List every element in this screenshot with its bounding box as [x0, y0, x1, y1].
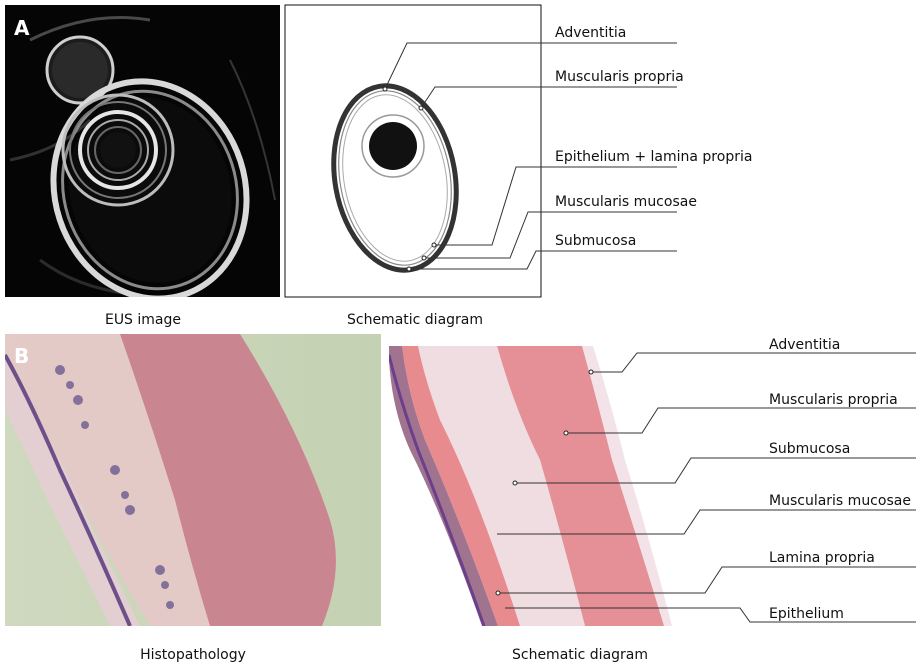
panel-a-labels: Adventitia Muscularis propria Epithelium…: [555, 25, 752, 249]
label-adventitia-b: Adventitia: [769, 337, 840, 353]
panel-a-schematic: [284, 4, 542, 298]
caption-histopathology: Histopathology: [140, 647, 246, 663]
panel-b-schematic: [389, 346, 917, 626]
label-lamina-propria-b: Lamina propria: [769, 550, 875, 566]
label-muscularis-mucosae: Muscularis mucosae: [555, 194, 697, 210]
label-submucosa-b: Submucosa: [769, 441, 850, 457]
label-muscularis-propria: Muscularis propria: [555, 69, 684, 85]
caption-schematic-a: Schematic diagram: [347, 312, 483, 328]
panel-b: B: [5, 334, 917, 663]
panel-b-letter: B: [14, 344, 29, 368]
label-submucosa: Submucosa: [555, 233, 636, 249]
caption-eus-image: EUS image: [105, 312, 181, 328]
label-muscularis-propria-b: Muscularis propria: [769, 392, 898, 408]
label-muscularis-mucosae-b: Muscularis mucosae: [769, 493, 911, 509]
panel-a-leaders: [382, 42, 677, 272]
panel-b-labels: Adventitia Muscularis propria Submucosa …: [769, 337, 911, 622]
eus-image: A: [5, 5, 280, 297]
panel-a-letter: A: [14, 16, 30, 40]
label-epithelium-lamina-propria: Epithelium + lamina propria: [555, 149, 752, 165]
caption-schematic-b: Schematic diagram: [512, 647, 648, 663]
panel-a: A Adventitia Muscularis propria: [5, 4, 752, 328]
label-epithelium-b: Epithelium: [769, 606, 844, 622]
panel-b-leaders: [495, 352, 916, 623]
label-adventitia: Adventitia: [555, 25, 626, 41]
histopathology-image: B: [5, 334, 381, 626]
